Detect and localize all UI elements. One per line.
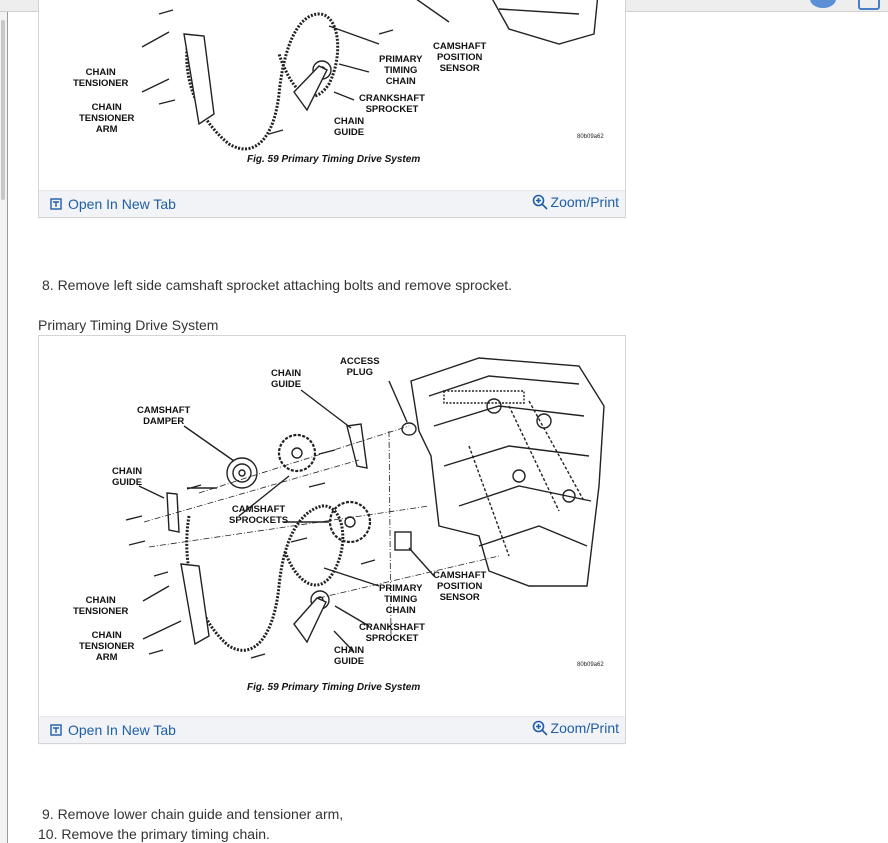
- zoom-print-label: Zoom/Print: [550, 720, 619, 736]
- user-avatar[interactable]: [810, 0, 836, 8]
- zoom-print-label: Zoom/Print: [550, 194, 619, 210]
- label-camshaft-sprockets: CAMSHAFT SPROCKETS: [229, 504, 289, 526]
- figure-part-number: 80b09a62: [577, 662, 604, 668]
- open-in-new-tab-label: Open In New Tab: [68, 722, 176, 738]
- section-title: Primary Timing Drive System: [38, 317, 219, 333]
- figure-caption: Fig. 59 Primary Timing Drive System: [247, 682, 421, 693]
- label-chain-guide: CHAIN GUIDE: [334, 116, 365, 138]
- figure-part-number: 80b09a62: [577, 134, 604, 140]
- zoom-in-icon: [532, 194, 548, 210]
- label-crankshaft-sprocket: CRANKSHAFT SPROCKET: [359, 93, 425, 115]
- open-new-tab-icon: [50, 198, 62, 210]
- scrollbar-thumb[interactable]: [1, 20, 5, 200]
- open-new-tab-icon: [50, 724, 62, 736]
- figure-card-top: CHAIN TENSIONER CHAIN TENSIONER ARM PRIM…: [38, 0, 626, 218]
- label-access-plug: ACCESS PLUG: [340, 356, 380, 378]
- timing-diagram-partial: [141, 0, 599, 151]
- label-camshaft-position-sensor: CAMSHAFT POSITION SENSOR: [433, 41, 487, 74]
- label-chain-guide-top: CHAIN GUIDE: [271, 368, 302, 390]
- label-primary-timing-chain: PRIMARY TIMING CHAIN: [379, 54, 423, 87]
- figure-image-top: CHAIN TENSIONER CHAIN TENSIONER ARM PRIM…: [39, 0, 625, 190]
- figure-caption: Fig. 59 Primary Timing Drive System: [247, 154, 421, 165]
- label-chain-tensioner: CHAIN TENSIONER: [73, 67, 129, 89]
- step-9-text: 9. Remove lower chain guide and tensione…: [42, 806, 344, 822]
- label-camshaft-damper: CAMSHAFT DAMPER: [137, 405, 191, 427]
- zoom-in-icon: [532, 720, 548, 736]
- label-chain-tensioner: CHAIN TENSIONER: [73, 595, 129, 617]
- step-10-text: 10. Remove the primary timing chain.: [38, 826, 270, 842]
- open-in-new-tab-label: Open In New Tab: [68, 196, 176, 212]
- figure-footer: Open In New Tab Zoom/Print: [39, 716, 625, 743]
- label-chain-tensioner-arm: CHAIN TENSIONER ARM: [79, 630, 135, 663]
- figure-image-main: ACCESS PLUG CHAIN GUIDE CAMSHAFT DAMPER …: [39, 336, 625, 716]
- figure-footer: Open In New Tab Zoom/Print: [39, 190, 625, 217]
- timing-diagram: [125, 357, 605, 659]
- label-chain-guide-left: CHAIN GUIDE: [112, 466, 143, 488]
- figure-card-main: ACCESS PLUG CHAIN GUIDE CAMSHAFT DAMPER …: [38, 335, 626, 744]
- open-in-new-tab-button[interactable]: Open In New Tab: [50, 196, 176, 212]
- label-chain-guide-bottom: CHAIN GUIDE: [334, 645, 365, 667]
- label-primary-timing-chain: PRIMARY TIMING CHAIN: [379, 583, 423, 616]
- label-crankshaft-sprocket: CRANKSHAFT SPROCKET: [359, 622, 425, 644]
- notification-icon[interactable]: [858, 0, 880, 10]
- open-in-new-tab-button[interactable]: Open In New Tab: [50, 722, 176, 738]
- zoom-print-button[interactable]: Zoom/Print: [532, 720, 619, 736]
- left-scrollbar[interactable]: [0, 0, 8, 843]
- step-8-text: 8. Remove left side camshaft sprocket at…: [42, 277, 513, 293]
- zoom-print-button[interactable]: Zoom/Print: [532, 194, 619, 210]
- label-chain-tensioner-arm: CHAIN TENSIONER ARM: [79, 102, 135, 135]
- label-camshaft-position-sensor: CAMSHAFT POSITION SENSOR: [433, 570, 487, 603]
